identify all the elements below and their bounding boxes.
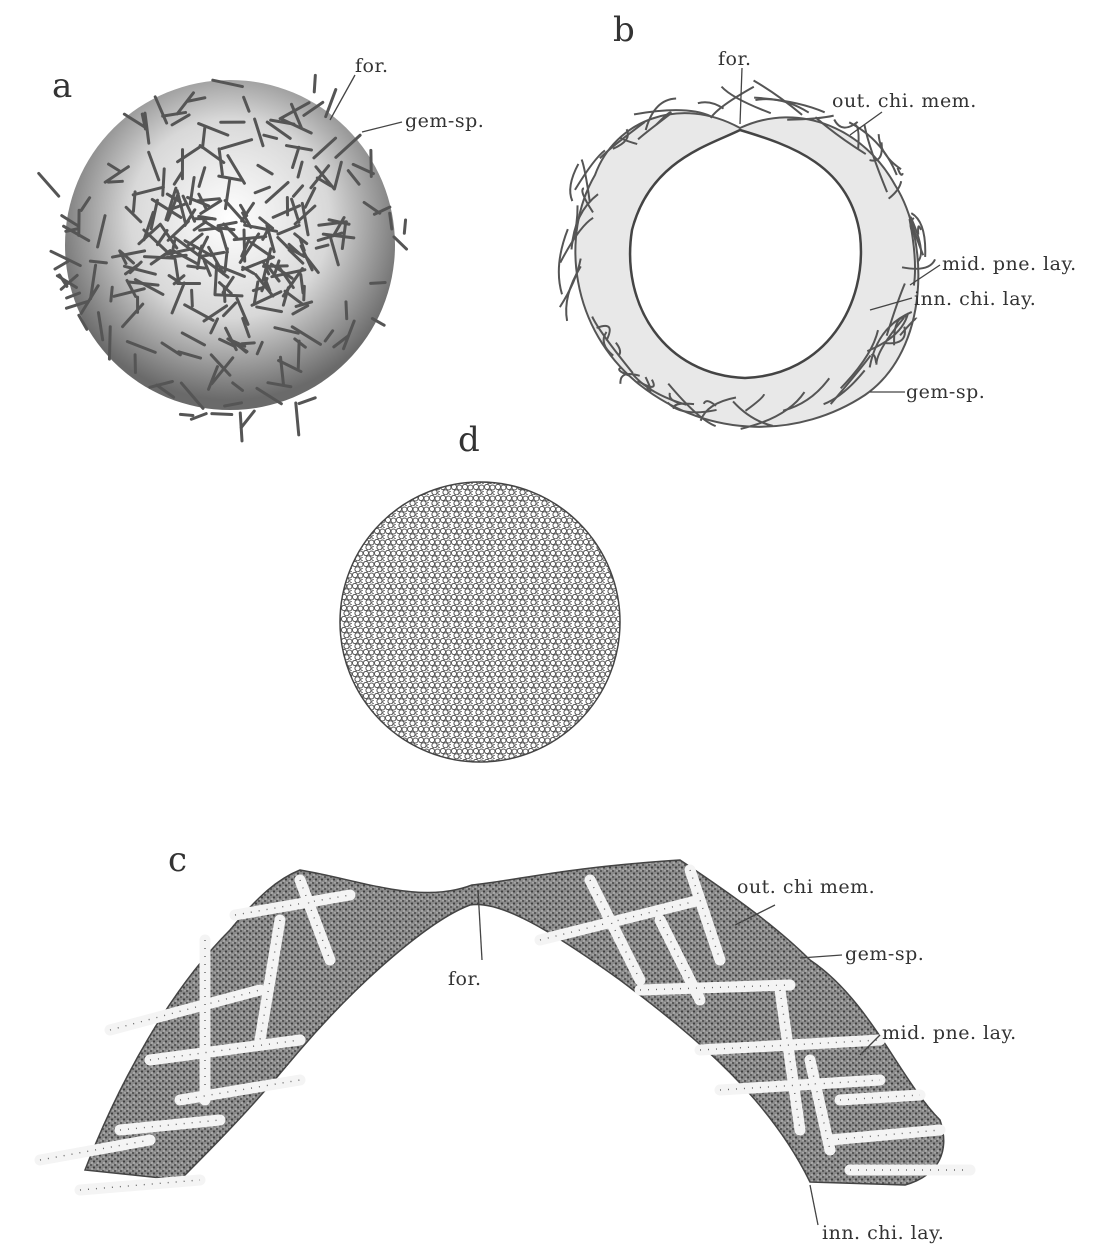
panel-letter-b: b — [613, 10, 635, 50]
spicule-stroke — [180, 414, 192, 415]
panel-d-germinal-mass — [340, 482, 620, 762]
spicule-stroke — [215, 263, 217, 294]
spicule-stroke — [111, 287, 112, 301]
spicule-stroke — [90, 261, 106, 263]
spicule-stroke — [188, 266, 205, 268]
panel-letter-d: d — [458, 420, 480, 460]
spicule-stroke — [304, 286, 305, 299]
spicule-stroke — [212, 414, 232, 415]
spicule-stroke — [215, 295, 242, 296]
label-b-foramen: for. — [718, 48, 752, 70]
panel-a-gemmule — [39, 75, 407, 441]
spicule-stroke — [241, 411, 254, 427]
leader-b-foramen — [740, 68, 742, 124]
spicule-stroke — [244, 230, 245, 261]
mesh-spicule — [918, 226, 921, 234]
label-b-spicule: gem-sp. — [906, 381, 985, 403]
panel-b-section — [559, 80, 935, 428]
spicule-stroke — [39, 173, 59, 196]
panel-c-wall-section — [40, 860, 970, 1190]
spicule-stroke — [197, 199, 219, 201]
spicule-bar — [80, 1180, 200, 1190]
panel-letter-c: c — [168, 840, 187, 880]
spicule-stroke — [390, 213, 392, 229]
label-c-spicule: gem-sp. — [845, 943, 924, 965]
spicule-stroke — [163, 169, 164, 195]
label-b-outer-membrane: out. chi. mem. — [832, 90, 977, 112]
label-b-inner-layer: inn. chi. lay. — [914, 288, 1036, 310]
label-c-inner-layer: inn. chi. lay. — [822, 1222, 944, 1244]
spicule-stroke — [371, 283, 386, 284]
label-a-spicule: gem-sp. — [405, 110, 484, 132]
mesh-spicule — [570, 164, 578, 201]
wall-body — [85, 860, 944, 1185]
label-c-middle-layer: mid. pne. lay. — [882, 1022, 1017, 1044]
spicule-stroke — [299, 398, 315, 404]
label-c-foramen: for. — [448, 968, 482, 990]
spicule-stroke — [192, 290, 193, 306]
spicule-stroke — [394, 237, 407, 249]
spicule-stroke — [298, 341, 299, 368]
label-b-middle-layer: mid. pne. lay. — [942, 253, 1077, 275]
spicule-stroke — [55, 262, 68, 269]
spicule-stroke — [109, 327, 110, 359]
spicule-stroke — [346, 302, 347, 319]
leader-a-spicule — [362, 122, 402, 132]
spicule-stroke — [108, 181, 122, 182]
panel-letter-a: a — [52, 66, 72, 106]
spicule-stroke — [242, 343, 254, 344]
spicule-stroke — [404, 220, 405, 233]
spicule-bar — [640, 985, 790, 990]
leader-c-inner-layer — [810, 1185, 818, 1225]
mesh-spicule — [559, 229, 568, 294]
spicule-stroke — [133, 192, 135, 212]
spicule-stroke — [314, 75, 315, 92]
label-c-outer-membrane: out. chi mem. — [737, 876, 875, 898]
cell-mass — [340, 482, 620, 762]
mesh-spicule — [834, 120, 857, 128]
label-a-foramen: for. — [355, 55, 389, 77]
spicule-stroke — [296, 403, 299, 435]
